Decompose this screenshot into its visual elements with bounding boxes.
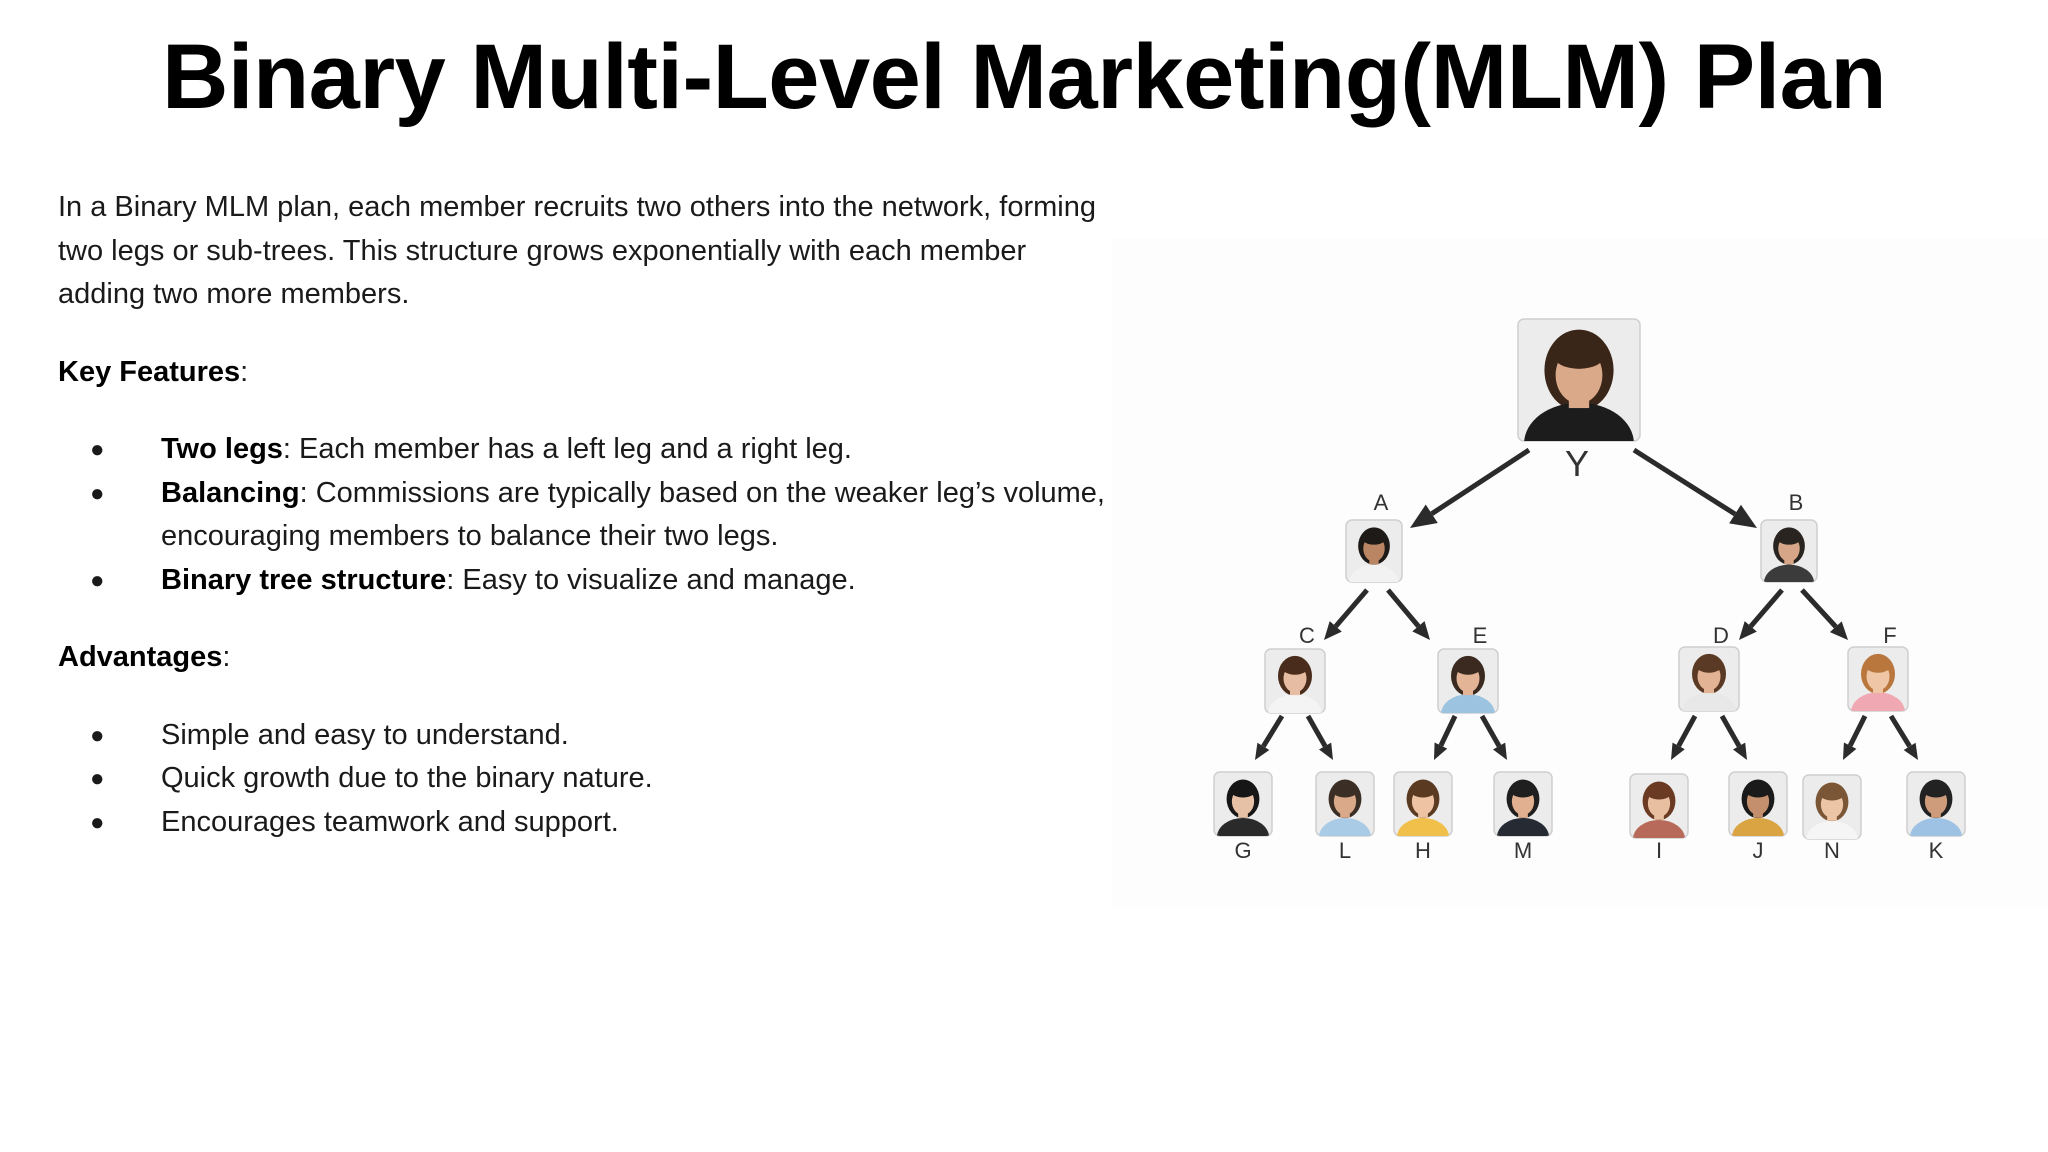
member-avatar — [1345, 519, 1403, 583]
connector-arrow — [1479, 714, 1507, 760]
bullet-icon: ● — [90, 808, 105, 836]
advantages-heading-colon: : — [222, 641, 231, 673]
member-avatar — [1437, 648, 1499, 714]
member-label: B — [1789, 490, 1804, 515]
feature-text: : Each member has a left leg and a right… — [282, 433, 852, 465]
connector-arrow — [1739, 588, 1784, 640]
connector-arrow — [1386, 588, 1430, 640]
binary-tree-diagram: Y A B C E D F G L H M I J N K — [1112, 238, 2048, 908]
list-item: ● Balancing: Commissions are typically ba… — [58, 472, 1118, 559]
member-label: K — [1929, 838, 1944, 863]
list-item: ● Simple and easy to understand. — [58, 714, 1118, 758]
member-label: L — [1339, 838, 1351, 863]
advantages-heading: Advantages: — [58, 636, 1118, 680]
member-avatar — [1906, 771, 1966, 837]
feature-term: Balancing — [161, 476, 300, 509]
list-item: ● Quick growth due to the binary nature. — [58, 757, 1118, 801]
member-label: G — [1234, 838, 1251, 863]
member-avatar — [1847, 646, 1909, 712]
member-avatar — [1213, 771, 1273, 837]
member-label: A — [1374, 490, 1389, 515]
member-avatar — [1678, 646, 1740, 712]
connector-arrow — [1843, 714, 1868, 760]
key-features-heading: Key Features: — [58, 351, 1118, 395]
member-label: Y — [1565, 443, 1589, 484]
member-label: N — [1824, 838, 1840, 863]
feature-term: Two legs — [161, 433, 283, 465]
advantage-text: Quick growth due to the binary nature. — [161, 762, 653, 794]
member-label: I — [1656, 838, 1662, 863]
text-content: In a Binary MLM plan, each member recrui… — [58, 186, 1118, 878]
binary-tree-svg: Y A B C E D F G L H M I J N K — [1213, 318, 1966, 863]
key-features-heading-label: Key Features — [58, 355, 241, 388]
member-label: E — [1473, 623, 1488, 648]
key-features-heading-colon: : — [240, 355, 249, 388]
connector-arrow — [1410, 447, 1531, 528]
advantages-list: ● Simple and easy to understand. ● Quick g… — [58, 714, 1118, 845]
connector-arrow — [1305, 714, 1333, 760]
member-avatar — [1728, 771, 1788, 837]
member-label: C — [1299, 623, 1315, 648]
connector-arrow — [1632, 447, 1757, 528]
member-avatar — [1315, 771, 1375, 837]
advantage-text: Encourages teamwork and support. — [161, 805, 619, 838]
connector-arrow — [1671, 714, 1698, 760]
connector-arrow — [1434, 714, 1458, 760]
connector-arrow — [1719, 714, 1747, 760]
advantages-heading-label: Advantages — [58, 641, 223, 673]
member-avatar — [1629, 773, 1689, 839]
bullet-icon: ● — [90, 765, 105, 792]
bullet-icon: ● — [90, 479, 105, 507]
member-label: D — [1713, 623, 1729, 648]
list-item: ● Binary tree structure: Easy to visualiz… — [58, 559, 1118, 603]
member-avatar — [1760, 519, 1818, 583]
intro-paragraph: In a Binary MLM plan, each member recrui… — [58, 191, 1096, 310]
feature-text: : Easy to visualize and manage. — [446, 563, 856, 596]
connector-arrow — [1255, 714, 1285, 760]
member-label: F — [1883, 623, 1896, 648]
connector-arrow — [1888, 714, 1918, 760]
connector-arrow — [1324, 588, 1369, 640]
bullet-icon: ● — [90, 566, 105, 594]
connector-arrow — [1800, 588, 1848, 640]
bullet-icon: ● — [90, 436, 105, 463]
advantage-text: Simple and easy to understand. — [161, 718, 569, 751]
list-item: ● Encourages teamwork and support. — [58, 801, 1118, 845]
member-label: M — [1514, 838, 1532, 863]
bullet-icon: ● — [90, 721, 105, 749]
member-avatar — [1264, 648, 1326, 714]
feature-term: Binary tree structure — [161, 563, 447, 596]
member-avatar — [1393, 771, 1453, 837]
list-item: ● Two legs: Each member has a left leg an… — [58, 428, 1118, 472]
member-avatar — [1517, 318, 1641, 442]
feature-text: : Commissions are typically based on the… — [161, 476, 1105, 553]
member-avatar — [1802, 774, 1862, 840]
member-label: H — [1415, 838, 1431, 863]
member-label: J — [1753, 838, 1764, 863]
member-avatar — [1493, 771, 1553, 837]
key-features-list: ● Two legs: Each member has a left leg an… — [58, 428, 1118, 602]
page-title: Binary Multi-Level Marketing(MLM) Plan — [161, 26, 1887, 128]
